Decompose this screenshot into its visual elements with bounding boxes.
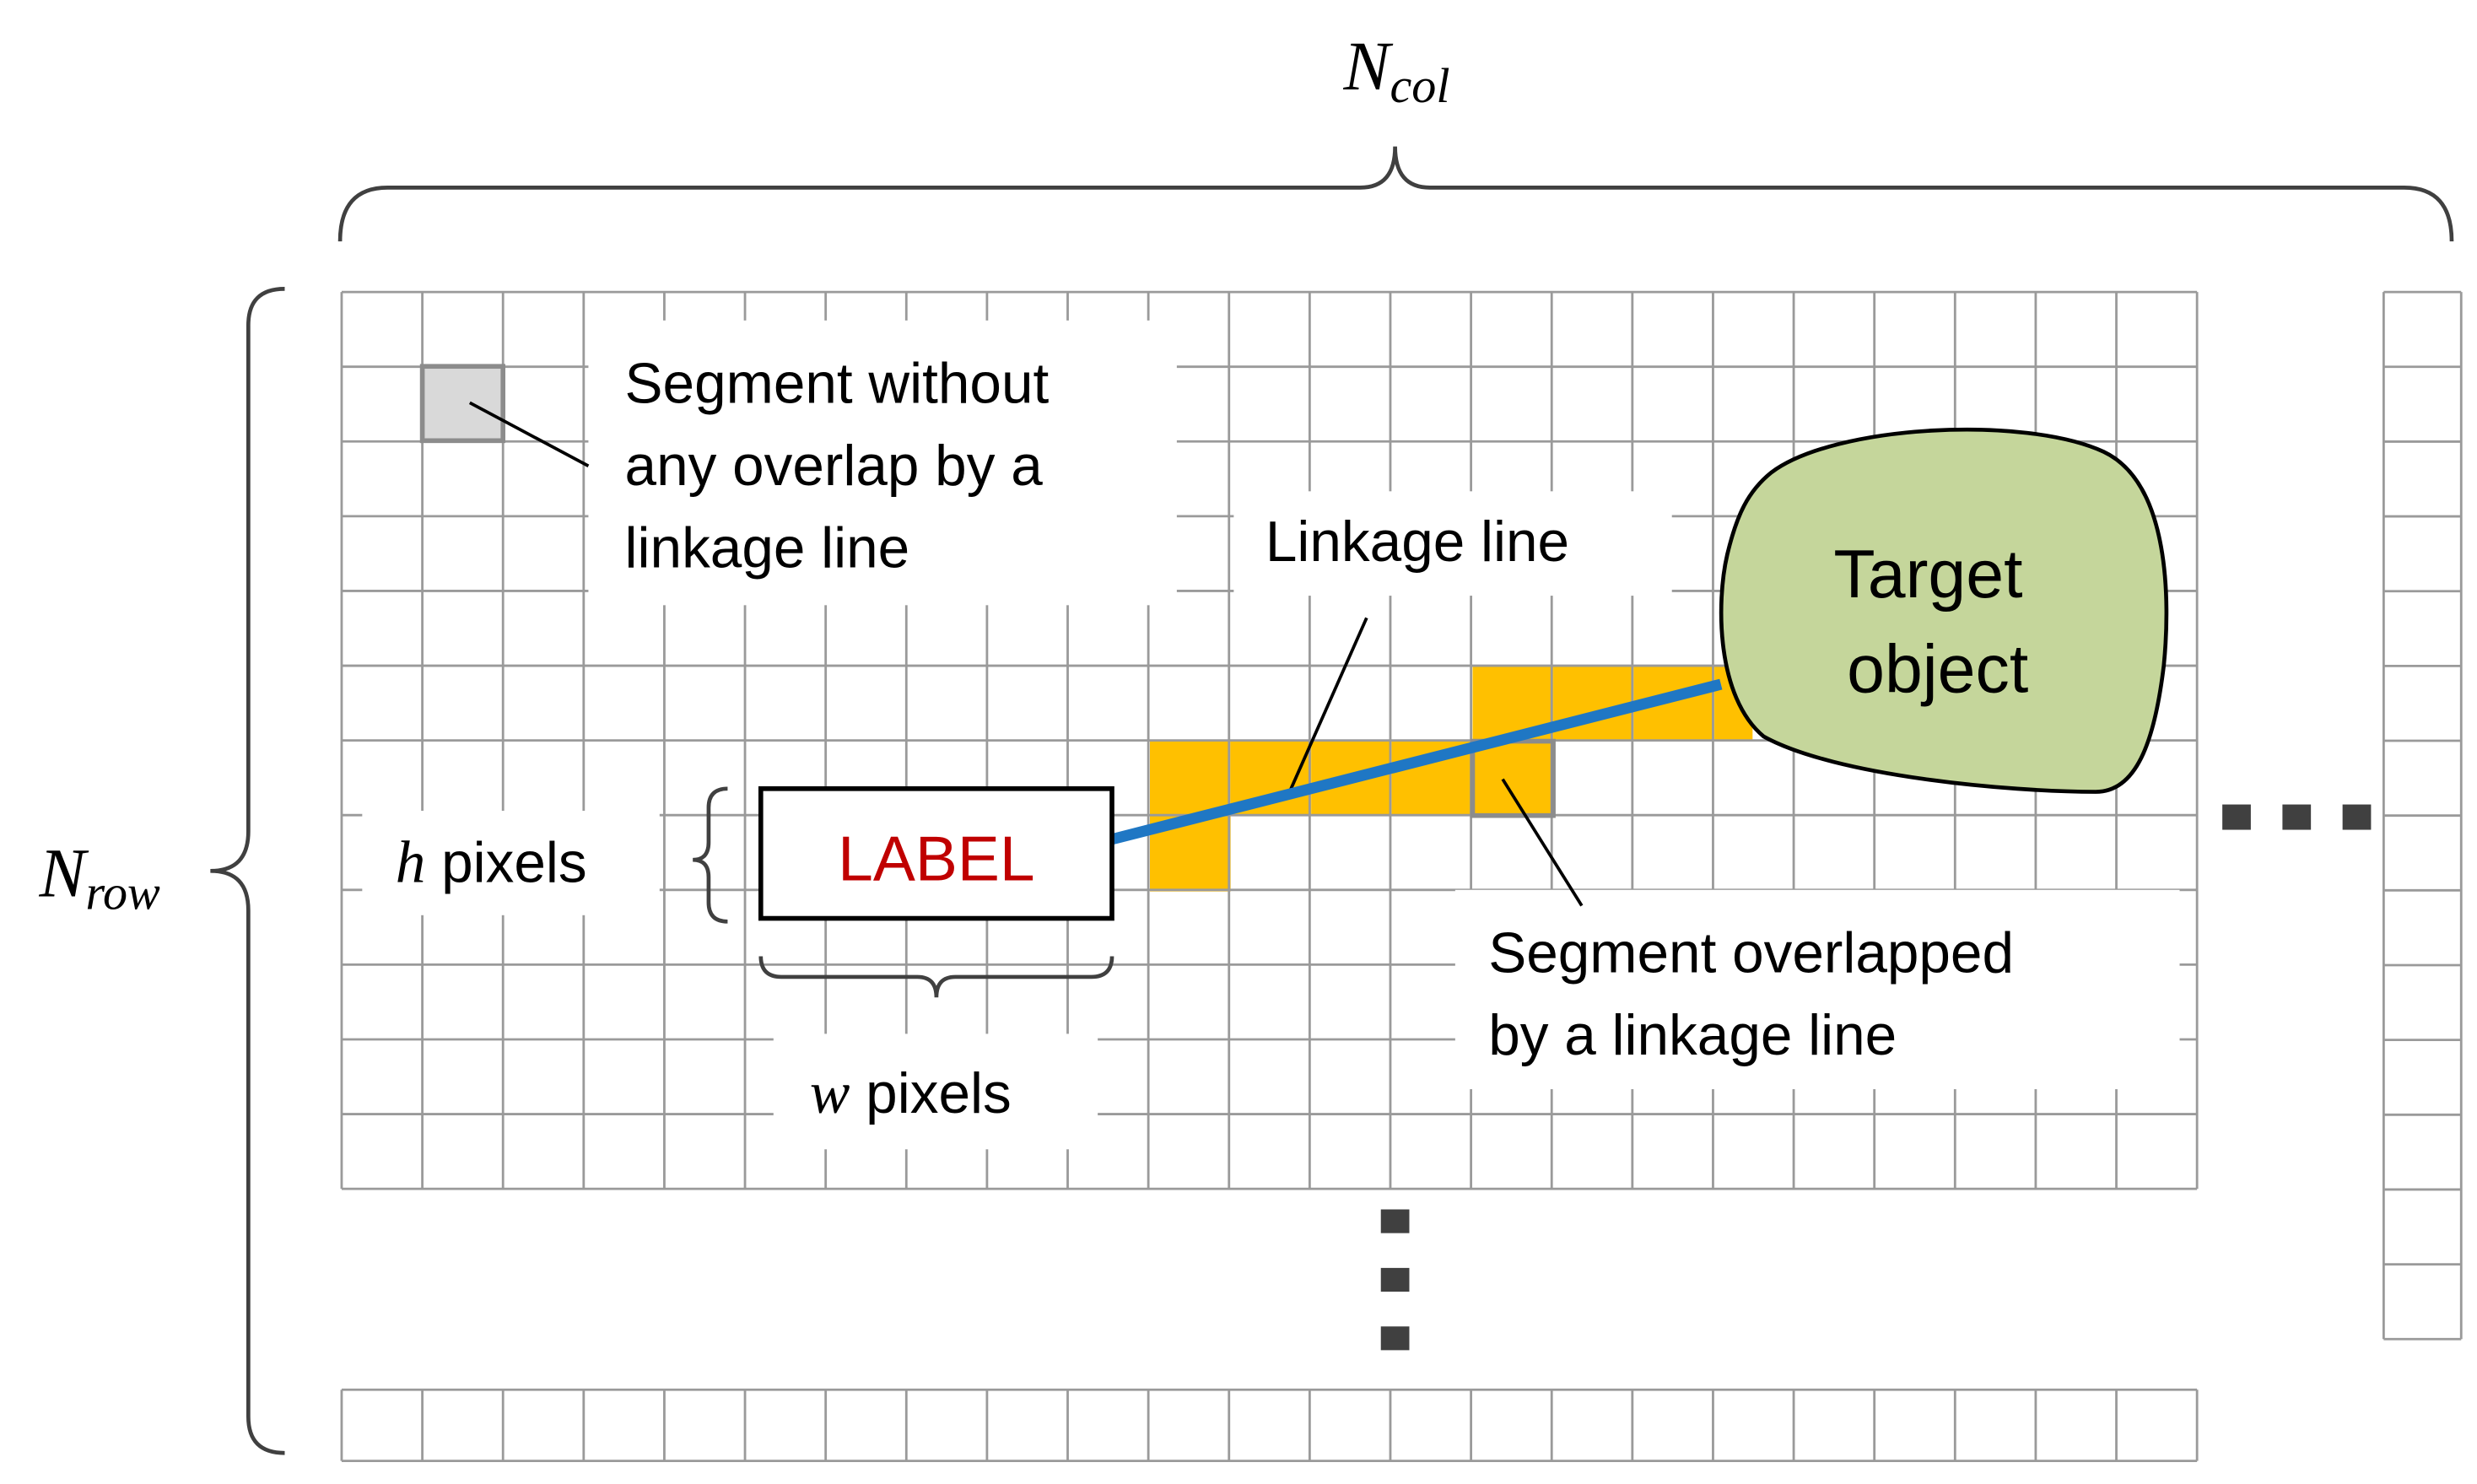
- empty-segment: [419, 364, 506, 444]
- leader-line-overlap: [1501, 778, 1584, 907]
- leader-line-no-overlap: [468, 401, 590, 467]
- h-brace: [693, 786, 728, 924]
- h-pixels-text: h pixels: [396, 829, 587, 895]
- label-box-text: LABEL: [838, 823, 1034, 894]
- label-box: [758, 785, 1114, 921]
- vertical-ellipsis-icon: [1380, 1209, 1410, 1351]
- target-object-shape: [1719, 427, 2169, 794]
- overlap-segment: [1472, 741, 1554, 816]
- linkage-line: [1110, 678, 1723, 845]
- horizontal-ellipsis-icon: [2222, 804, 2372, 830]
- n-row-brace: [210, 287, 285, 1455]
- callout-box-no-overlap: [588, 320, 1177, 606]
- callout-box-w-pixels: [773, 1033, 1098, 1150]
- w-pixels-text: w pixels: [810, 1060, 1012, 1126]
- n-row-label: Nrow: [38, 834, 160, 920]
- callout-box-overlap: [1454, 889, 2180, 1090]
- overlap-segment: [1150, 741, 1231, 816]
- w-brace: [758, 956, 1114, 998]
- n-col-label: Ncol: [1342, 27, 1449, 113]
- n-col-brace: [337, 146, 2454, 242]
- segment-overlap-text: Segment overlapped by a linkage line: [1488, 921, 2030, 1066]
- linkage-line-text: Linkage line: [1265, 510, 1569, 574]
- segment-no-overlap-text: Segment without any overlap by a linkage…: [625, 352, 1065, 580]
- target-object-text: Target object: [1833, 537, 2041, 707]
- leader-line-linkage: [1286, 617, 1368, 797]
- callout-box-linkage: [1233, 491, 1672, 596]
- callout-box-h-pixels: [362, 811, 660, 915]
